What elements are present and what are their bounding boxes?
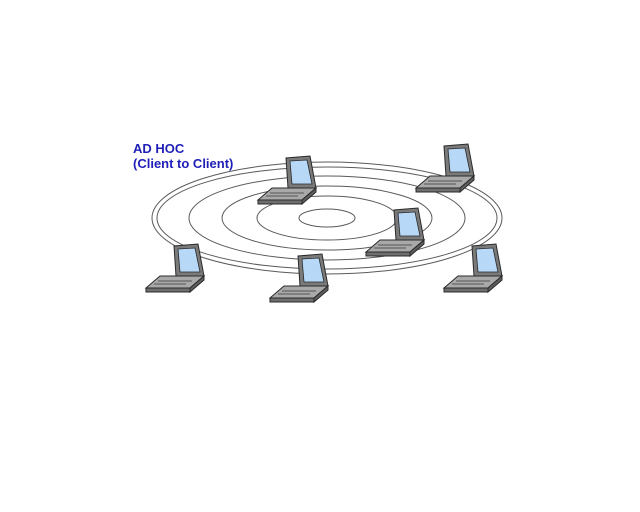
laptop-icon: [269, 253, 329, 303]
title-line-2: (Client to Client): [133, 156, 234, 171]
laptop-icon: [365, 207, 425, 257]
signal-ring: [151, 161, 503, 275]
signal-ring: [221, 185, 433, 251]
signal-ring: [156, 166, 498, 270]
signal-ring: [188, 175, 466, 261]
diagram-title: AD HOC (Client to Client): [133, 141, 233, 171]
laptop-icon: [145, 243, 205, 293]
signal-ring: [298, 208, 356, 228]
title-line-1: AD HOC: [133, 141, 185, 156]
laptop-icon: [415, 143, 475, 193]
laptops: [145, 143, 503, 303]
laptop-icon: [443, 243, 503, 293]
